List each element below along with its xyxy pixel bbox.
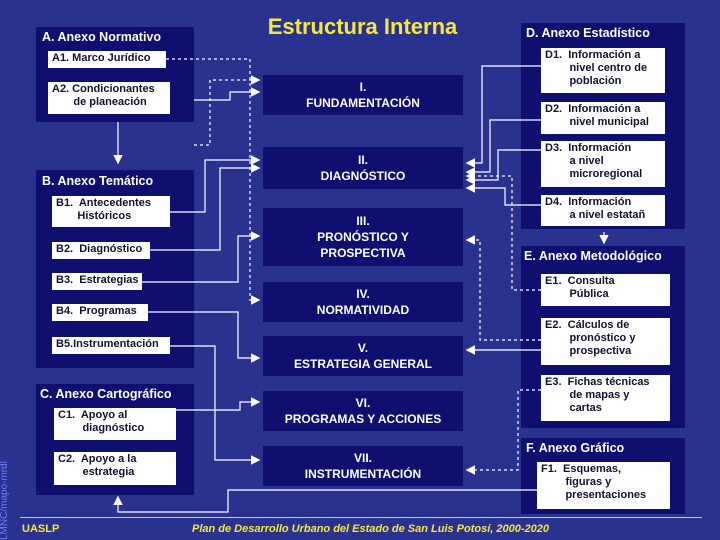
- annex-f-heading: F. Anexo Gráfico: [526, 441, 625, 455]
- section-pronostico: III. PRONÓSTICO Y PROSPECTIVA: [263, 208, 463, 266]
- annex-b-item-3: B3. Estrategias: [52, 273, 142, 290]
- section-programas-acciones: VI. PROGRAMAS Y ACCIONES: [263, 391, 463, 431]
- page-title: Estructura Interna: [267, 14, 458, 39]
- annex-b-item-4: B4. Programas: [52, 304, 148, 321]
- footer-divider: [20, 517, 702, 518]
- footer-plan-title: Plan de Desarrollo Urbano del Estado de …: [192, 523, 550, 535]
- annex-b-item-5: B5.Instrumentación: [52, 337, 170, 354]
- annex-a-item-2: A2. Condicionantes de planeación: [48, 82, 170, 114]
- annex-b-heading: B. Anexo Temático: [42, 174, 154, 188]
- annex-a-heading: A. Anexo Normativo: [42, 30, 162, 44]
- annex-d-item-1: D1. Información a nivel centro de poblac…: [541, 48, 665, 93]
- annex-d-heading: D. Anexo Estadístico: [526, 26, 650, 40]
- side-credit: LMNC/mapo-mrdl: [0, 461, 10, 540]
- annex-d-item-4: D4. Información a nivel estatañ: [541, 195, 665, 226]
- annex-c-heading: C. Anexo Cartográfico: [40, 387, 172, 401]
- section-estrategia-general: V. ESTRATEGIA GENERAL: [263, 336, 463, 376]
- annex-d-item-3: D3. Información a nivel microregional: [541, 141, 665, 187]
- annex-e-item-1: E1. Consulta Pública: [541, 274, 670, 306]
- section-normatividad: IV. NORMATIVIDAD: [263, 282, 463, 322]
- section-instrumentacion: VII. INSTRUMENTACIÓN: [263, 446, 463, 486]
- section-fundamentacion: I. FUNDAMENTACIÓN: [263, 75, 463, 115]
- annex-e-item-3: E3. Fichas técnicas de mapas y cartas: [541, 375, 670, 421]
- annex-b-item-2: B2. Diagnóstico: [52, 242, 150, 259]
- annex-c-item-2: C2. Apoyo a la estrategia: [54, 452, 176, 485]
- annex-e-item-2: E2. Cálculos de pronóstico y prospectiva: [541, 318, 670, 365]
- annex-d-item-2: D2. Información a nivel municipal: [541, 102, 665, 134]
- annex-e-heading: E. Anexo Metodológico: [524, 249, 662, 263]
- annex-c-item-1: C1. Apoyo al diagnóstico: [54, 408, 176, 440]
- annex-b-item-1: B1. Antecedentes Históricos: [52, 196, 170, 227]
- footer-org: UASLP: [22, 523, 60, 535]
- annex-a-item-1: A1. Marco Jurídico: [48, 51, 166, 68]
- section-diagnostico: II. DIAGNÓSTICO: [263, 147, 463, 189]
- annex-f-item-1: F1. Esquemas, figuras y presentaciones: [537, 462, 670, 509]
